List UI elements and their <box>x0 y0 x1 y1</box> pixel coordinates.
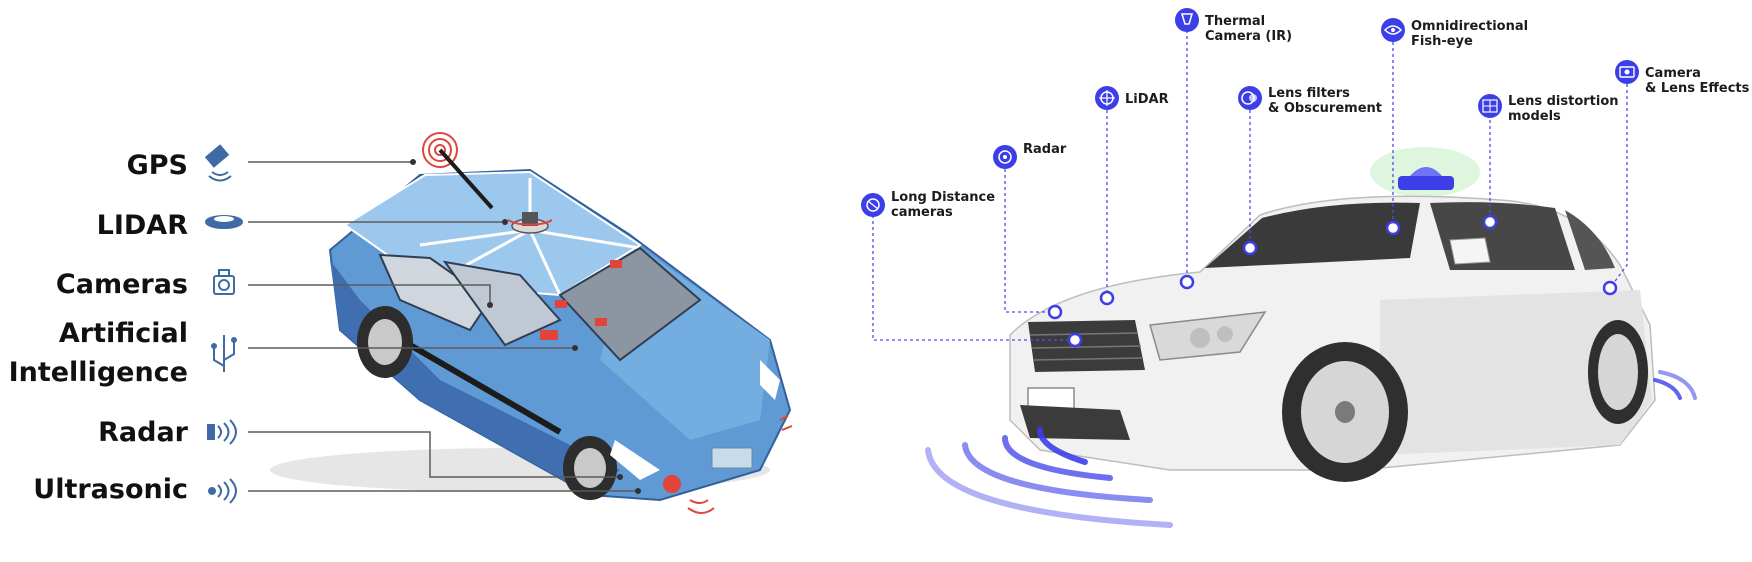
right-label-long-distance-2: cameras <box>891 205 953 220</box>
right-label-lens-filters-1: Lens filters <box>1268 86 1350 101</box>
right-label-thermal-2: Camera (IR) <box>1205 29 1292 44</box>
right-label-thermal-1: Thermal <box>1205 14 1265 29</box>
left-label-ai-line2: Intelligence <box>9 357 188 388</box>
left-label-lidar: LIDAR <box>97 210 189 241</box>
front-sensor-waves <box>925 427 1173 528</box>
rear-sensor-waves <box>1653 370 1697 400</box>
lidar-icon <box>1095 86 1119 110</box>
right-label-camera-effects-1: Camera <box>1645 66 1701 81</box>
right-label-radar: Radar <box>1023 142 1067 157</box>
left-label-radar: Radar <box>98 417 189 448</box>
right-car-rear-wheel <box>1588 320 1648 424</box>
rear-ultrasonic-waves <box>687 415 793 514</box>
left-label-ultrasonic: Ultrasonic <box>33 474 188 505</box>
thermal-icon <box>1175 8 1199 32</box>
radar-icon <box>993 145 1017 169</box>
right-label-fisheye-1: Omnidirectional <box>1411 19 1528 34</box>
left-car-front-wheel <box>563 436 617 500</box>
right-car-front-wheel <box>1282 342 1408 482</box>
right-callout-lines <box>872 30 1628 341</box>
left-label-cameras: Cameras <box>56 269 188 300</box>
left-labels: GPS LIDAR Cameras Artificial Intelligenc… <box>9 150 189 505</box>
satellite-icon <box>204 144 232 182</box>
right-labels: Long Distance cameras Radar LiDAR Therma… <box>891 14 1750 220</box>
roof-gps-signal <box>422 132 494 210</box>
right-label-long-distance-1: Long Distance <box>891 190 995 205</box>
left-connectors <box>248 159 641 494</box>
radar-icon <box>207 419 237 445</box>
aperture-icon <box>861 193 885 217</box>
left-car-rear-wheel <box>357 306 413 378</box>
left-icons <box>204 144 243 504</box>
distortion-grid-icon <box>1478 94 1502 118</box>
right-callout-icons <box>861 8 1639 217</box>
left-label-ai-line1: Artificial <box>59 318 188 349</box>
ultrasonic-icon <box>208 478 237 504</box>
lens-filter-icon <box>1238 86 1262 110</box>
right-label-lidar: LiDAR <box>1125 92 1169 107</box>
right-label-fisheye-2: Fish-eye <box>1411 34 1473 49</box>
right-label-distortion-2: models <box>1508 109 1561 124</box>
lidar-icon <box>205 215 243 229</box>
camera-effects-icon <box>1615 60 1639 84</box>
ai-icon <box>211 335 237 372</box>
fisheye-icon <box>1381 18 1405 42</box>
right-label-camera-effects-2: & Lens Effects <box>1645 81 1750 96</box>
camera-icon <box>213 269 235 295</box>
left-blue-car <box>270 132 793 514</box>
left-label-gps: GPS <box>127 150 188 181</box>
right-white-car <box>925 147 1697 528</box>
right-label-lens-filters-2: & Obscurement <box>1268 101 1382 116</box>
right-label-distortion-1: Lens distortion <box>1508 94 1619 109</box>
right-sensor-dots <box>1047 214 1618 348</box>
